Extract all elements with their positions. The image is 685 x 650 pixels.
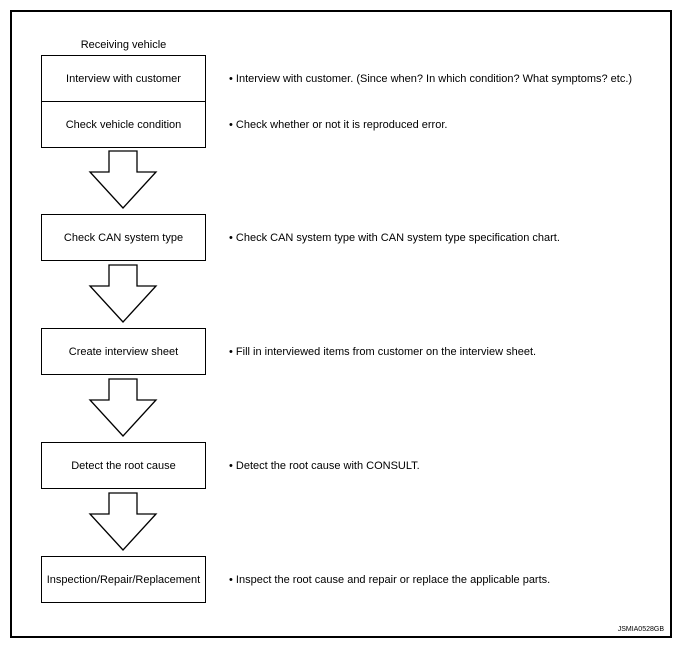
step-box-check-vehicle-condition: Check vehicle condition <box>41 101 206 148</box>
step-label: Check CAN system type <box>63 231 184 244</box>
receiving-vehicle-heading: Receiving vehicle <box>80 39 167 51</box>
down-arrow-icon <box>88 492 158 551</box>
step-note-interview-with-customer: • Interview with customer. (Since when? … <box>229 73 633 85</box>
step-box-inspection-repair-replacement: Inspection/Repair/Replacement <box>41 556 206 603</box>
step-box-interview-with-customer: Interview with customer <box>41 55 206 102</box>
step-note-check-vehicle-condition: • Check whether or not it is reproduced … <box>229 119 448 131</box>
step-box-create-interview-sheet: Create interview sheet <box>41 328 206 375</box>
figure-code: JSMIA0528GB <box>617 626 664 633</box>
step-box-check-can-system-type: Check CAN system type <box>41 214 206 261</box>
step-label: Check vehicle condition <box>65 118 182 131</box>
step-label: Inspection/Repair/Replacement <box>46 573 201 586</box>
step-note-create-interview-sheet: • Fill in interviewed items from custome… <box>229 346 537 358</box>
down-arrow-icon <box>88 378 158 437</box>
step-label: Create interview sheet <box>68 345 179 358</box>
step-label: Detect the root cause <box>71 459 176 472</box>
down-arrow-icon <box>88 264 158 323</box>
step-box-detect-the-root-cause: Detect the root cause <box>41 442 206 489</box>
diagram-frame <box>10 10 672 638</box>
down-arrow-icon <box>88 150 158 209</box>
step-label: Interview with customer <box>66 72 181 85</box>
step-note-detect-the-root-cause: • Detect the root cause with CONSULT. <box>229 460 420 472</box>
step-note-inspection-repair-replacement: • Inspect the root cause and repair or r… <box>229 574 551 586</box>
step-note-check-can-system-type: • Check CAN system type with CAN system … <box>229 232 560 244</box>
